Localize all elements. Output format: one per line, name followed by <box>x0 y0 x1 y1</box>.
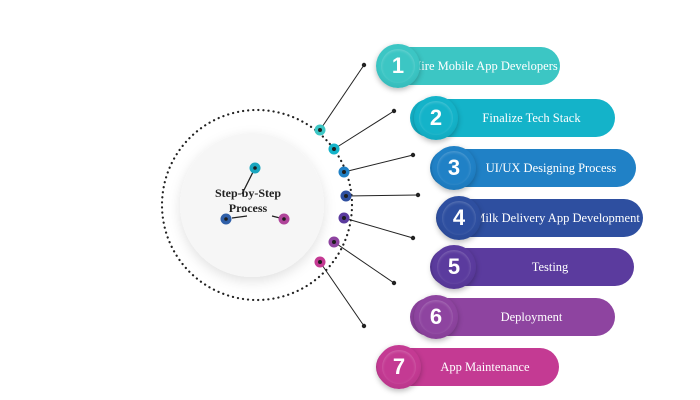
center-title: Step-by-Step Process <box>214 186 281 215</box>
connector-line-1 <box>319 64 365 131</box>
step-label-1: Hire Mobile App Developers <box>412 58 558 73</box>
connector-line-2 <box>333 110 395 150</box>
connector-line-6 <box>333 241 395 284</box>
step-label-3: UI/UX Designing Process <box>485 160 617 175</box>
step-label-5: Testing <box>531 259 569 274</box>
ring-node-center-5 <box>342 216 346 220</box>
ring-node-center-1 <box>318 128 322 132</box>
connector-end-dot-3 <box>410 152 416 158</box>
step-number-badge-6: 6 <box>414 295 458 339</box>
connector-end-dot-2 <box>391 108 397 114</box>
connector-end-dot-1 <box>361 62 367 68</box>
step-label-2: Finalize Tech Stack <box>482 110 581 125</box>
step-number-badge-4: 4 <box>437 196 481 240</box>
connector-line-4 <box>345 194 419 197</box>
ring-node-center-4 <box>344 194 348 198</box>
step-label-4: Milk Delivery App Development <box>474 210 640 225</box>
connector-line-3 <box>343 154 414 173</box>
connector-line-7 <box>319 261 365 327</box>
step-number-badge-2: 2 <box>414 96 458 140</box>
triangle-node-center-3 <box>282 217 286 221</box>
ring-node-center-2 <box>332 147 336 151</box>
step-label-7: App Maintenance <box>440 359 530 374</box>
ring-node-center-3 <box>342 170 346 174</box>
step-number-badge-7: 7 <box>377 345 421 389</box>
connector-end-dot-6 <box>391 280 397 286</box>
step-number-badge-1: 1 <box>376 44 420 88</box>
triangle-node-center-1 <box>253 166 257 170</box>
dotted-ring <box>160 108 354 302</box>
connector-end-dot-7 <box>361 323 367 329</box>
process-triangle-icon <box>220 162 290 225</box>
connector-line-5 <box>343 217 414 239</box>
triangle-node-center-2 <box>224 217 228 221</box>
step-number-badge-3: 3 <box>432 146 476 190</box>
ring-node-center-6 <box>332 240 336 244</box>
step-label-6: Deployment <box>500 309 563 324</box>
ring-node-center-7 <box>318 260 322 264</box>
center-circle <box>180 133 324 277</box>
connector-end-dot-4 <box>415 192 421 198</box>
step-number-badge-5: 5 <box>432 245 476 289</box>
connector-end-dot-5 <box>410 235 416 241</box>
